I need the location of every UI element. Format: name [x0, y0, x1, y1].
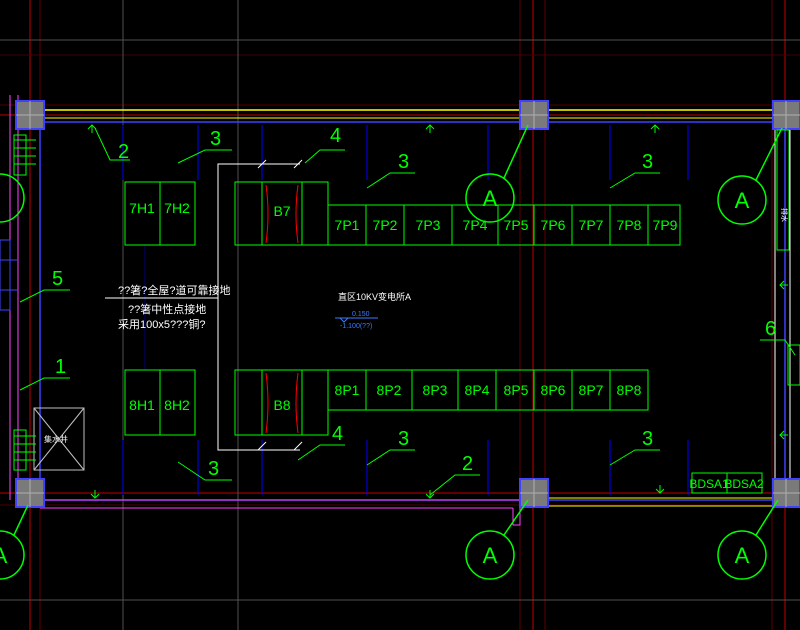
callout-3-b: 3 [398, 151, 409, 173]
panel-7P8: 7P8 [617, 217, 642, 233]
callout-3-d: 3 [208, 458, 219, 480]
callout-3-a: 3 [210, 128, 221, 150]
sump-label: 集水井 [44, 434, 68, 444]
panel-7P9: 7P9 [653, 217, 678, 233]
axis-bubbles [0, 124, 783, 580]
cabinet-8H1: 8H1 [129, 397, 155, 413]
panel-7P6: 7P6 [541, 217, 566, 233]
bdsa-boxes [691, 472, 763, 494]
callout-3-f: 3 [642, 428, 653, 450]
elevation-marker [335, 317, 378, 323]
callout-2-bottom: 2 [462, 453, 473, 475]
note-line-3: 采用100x5???铜? [118, 317, 205, 331]
panel-7P4: 7P4 [463, 217, 488, 233]
outer-wall [9, 95, 791, 526]
panel-7P5: 7P5 [504, 217, 529, 233]
axis-label-5: A [0, 543, 8, 568]
panel-8P6: 8P6 [541, 382, 566, 398]
axis-label-2: A [735, 188, 750, 213]
axis-label-3: A [483, 543, 498, 568]
top-panels [327, 204, 681, 246]
callout-4-bottom: 4 [332, 423, 343, 445]
cabinet-7H2: 7H2 [164, 200, 190, 216]
callout-leaders [19, 127, 796, 496]
callout-5: 5 [52, 268, 63, 290]
callout-4-top: 4 [330, 125, 341, 147]
callout-3-e: 3 [398, 428, 409, 450]
bdsa2-label: BDSA2 [724, 477, 764, 491]
transformer-B7-coils [265, 184, 299, 244]
right-equipment [776, 129, 800, 386]
panel-8P4: 8P4 [465, 382, 490, 398]
panel-8P7: 8P7 [579, 382, 604, 398]
left-equipment [13, 134, 36, 471]
side-note: 排水 [780, 208, 789, 222]
elevation-bottom: -1.100(??) [340, 323, 372, 330]
transformer-B7-label: B7 [273, 203, 290, 219]
panel-7P7: 7P7 [579, 217, 604, 233]
axis-label-4: A [735, 543, 750, 568]
callout-1: 1 [55, 356, 66, 378]
bottom-h-cabinets [124, 369, 196, 436]
cabinet-7H1: 7H1 [129, 200, 155, 216]
note-line-1: ??箸?全屋?道可靠接地 [118, 283, 230, 297]
panel-8P8: 8P8 [617, 382, 642, 398]
bottom-panels [327, 369, 649, 411]
panel-7P2: 7P2 [373, 217, 398, 233]
top-h-cabinets [124, 181, 196, 246]
ground-symbols [87, 124, 788, 499]
transformer-B8-coils [265, 372, 299, 434]
left-doors [0, 239, 18, 311]
panel-8P2: 8P2 [377, 382, 402, 398]
callout-2-top: 2 [118, 141, 129, 163]
panel-8P3: 8P3 [423, 382, 448, 398]
room-title: 直区10KV变电所A [338, 291, 411, 302]
cabinet-8H2: 8H2 [164, 397, 190, 413]
transformer-B8-label: B8 [273, 397, 290, 413]
busbar-connector [105, 163, 300, 451]
cable-trench [122, 125, 689, 495]
sump-pit [33, 407, 85, 471]
panel-7P1: 7P1 [335, 217, 360, 233]
elevation-top: 0.150 [352, 311, 370, 318]
callout-6: 6 [765, 318, 776, 340]
panel-8P1: 8P1 [335, 382, 360, 398]
callout-3-c: 3 [642, 151, 653, 173]
bdsa1-label: BDSA1 [689, 477, 729, 491]
panel-7P3: 7P3 [416, 217, 441, 233]
axis-label-1: A [483, 186, 498, 211]
transformer-B8-ticks [257, 441, 303, 451]
note-line-2: ??箸中性点接地 [128, 302, 206, 316]
panel-8P5: 8P5 [504, 382, 529, 398]
